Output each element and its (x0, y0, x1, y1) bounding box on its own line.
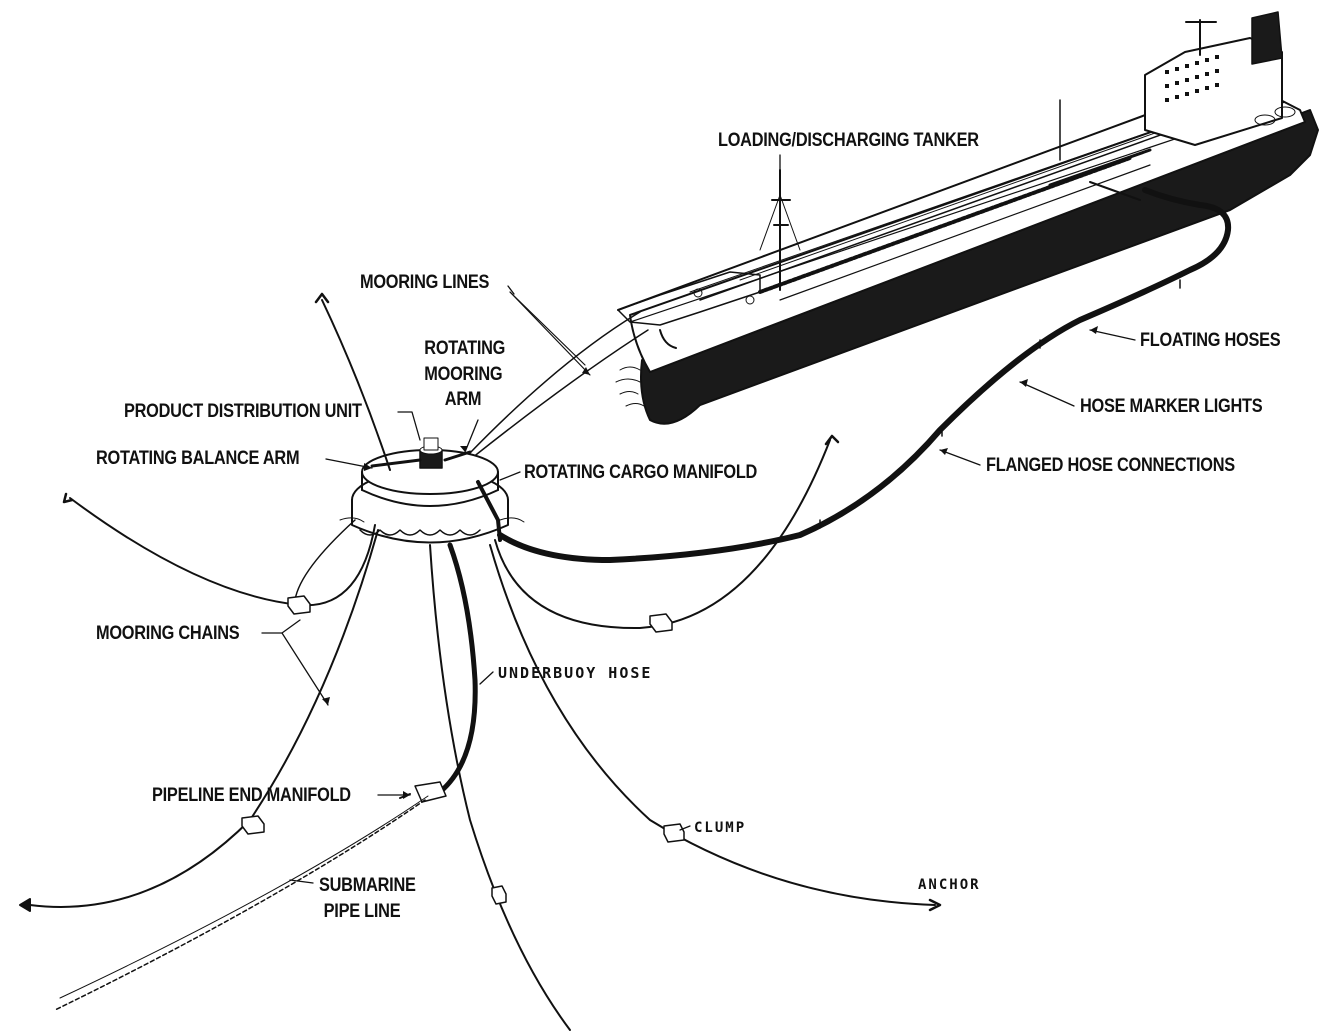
label-mooring-chains: MOORING CHAINS (96, 623, 239, 645)
label-pipeline-end-manifold: PIPELINE END MANIFOLD (152, 785, 351, 807)
label-mooring-lines: MOORING LINES (360, 272, 489, 294)
label-rotating-mooring-arm-line1: ROTATING (424, 338, 501, 360)
label-flanged-hose-connections: FLANGED HOSE CONNECTIONS (986, 455, 1235, 477)
label-submarine-pipe-line-line1: SUBMARINE (319, 875, 405, 897)
label-hose-marker-lights: HOSE MARKER LIGHTS (1080, 396, 1262, 418)
label-rotating-mooring-arm-line3: ARM (424, 389, 501, 411)
label-floating-hoses: FLOATING HOSES (1140, 330, 1280, 352)
label-clump: CLUMP (694, 817, 746, 839)
label-rotating-cargo-manifold: ROTATING CARGO MANIFOLD (524, 462, 757, 484)
label-rotating-balance-arm: ROTATING BALANCE ARM (96, 448, 299, 470)
label-submarine-pipe-line-line2: PIPE LINE (319, 901, 405, 923)
tanker-ship (616, 12, 1318, 424)
label-product-distribution-unit: PRODUCT DISTRIBUTION UNIT (124, 401, 362, 423)
calm-buoy (340, 438, 524, 543)
label-anchor: ANCHOR (918, 874, 981, 896)
underbuoy-hose (440, 545, 475, 792)
label-loading-discharging-tanker: LOADING/DISCHARGING TANKER (718, 130, 979, 152)
label-rotating-mooring-arm-line2: MOORING (424, 364, 501, 386)
label-underbuoy-hose: UNDERBUOY HOSE (498, 662, 652, 684)
chain-clumps (242, 596, 684, 904)
